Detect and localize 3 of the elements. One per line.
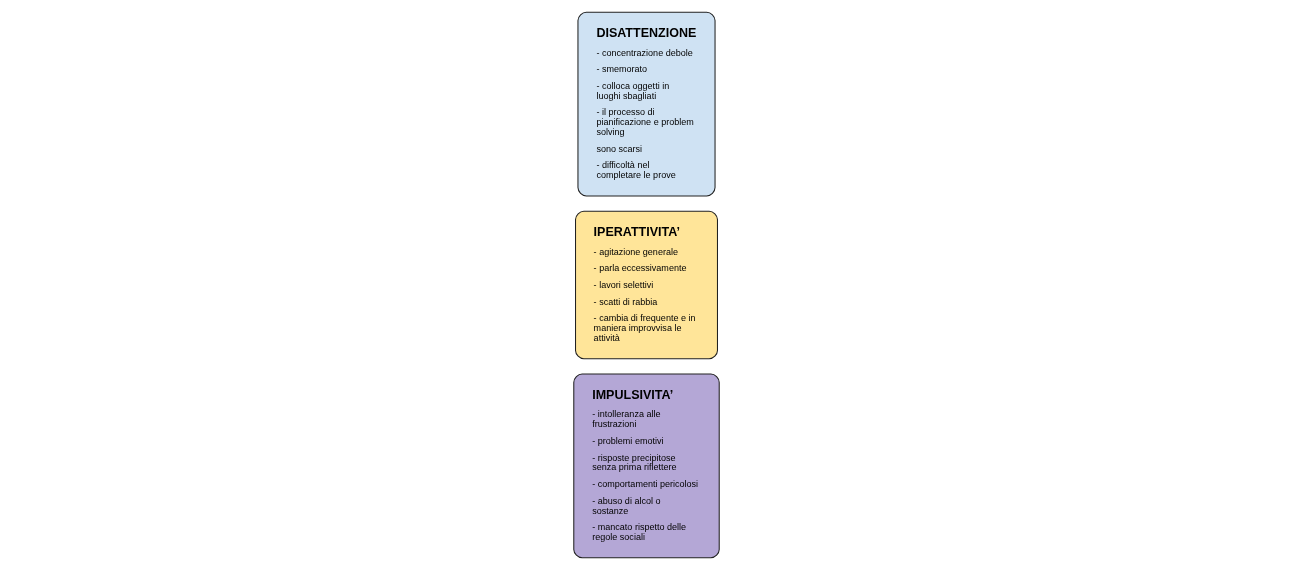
node-box: DISATTENZIONE - concentrazione debole - smemorato - colloca oggetti in luoghi sbagliati - il processo di pianificazione e problem solving sono scarsi - difficoltà nel completare le prove bbox=[576, 11, 716, 197]
node-box: IPERATTIVITA’ - agitazione generale - parla eccessivamente - lavori selettivi - scatti di rabbia - cambia di frequente e in maniera improvvisa le attività bbox=[574, 210, 718, 360]
node-box: IMPULSIVITA’ - intolleranza alle frustrazioni - problemi emotivi - risposte precipitose senza prima riflettere - comportamenti pericolosi - abuso di alcol o sostanze - mancato rispetto delle regole sociali bbox=[572, 373, 720, 559]
